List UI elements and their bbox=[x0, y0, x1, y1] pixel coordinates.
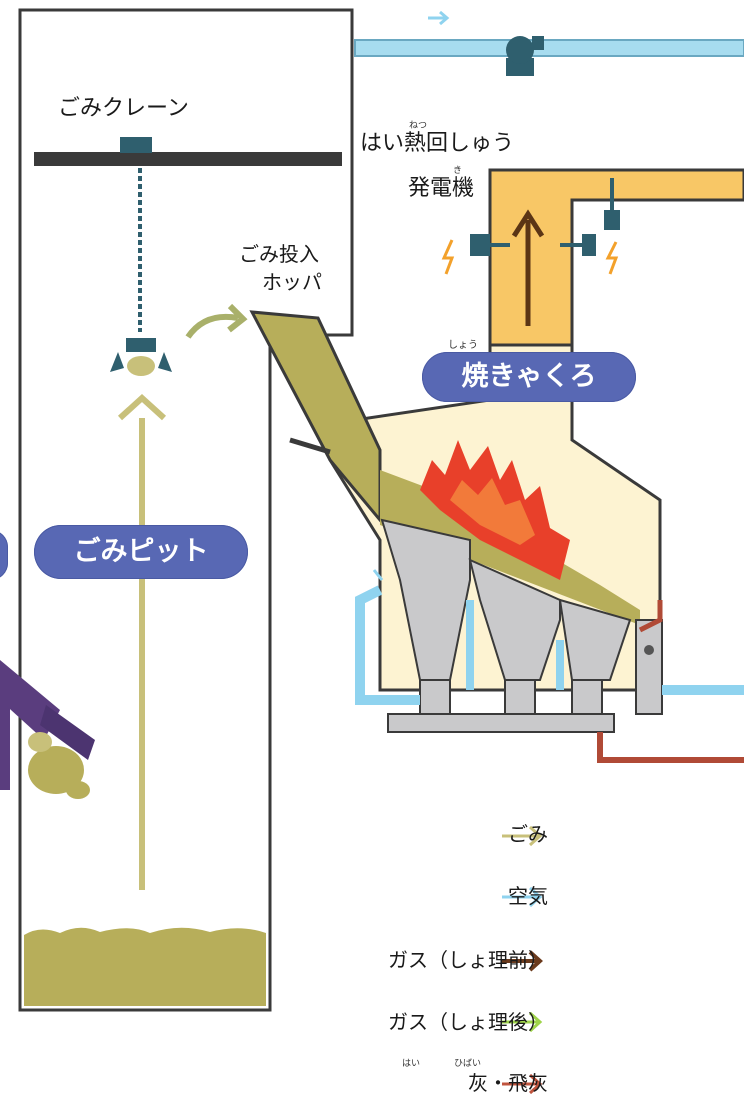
flue-duct bbox=[488, 168, 744, 352]
truck-fragment bbox=[0, 660, 95, 799]
legend-item-gas-raw: ガス（しょ理前） bbox=[388, 948, 548, 972]
pit-pill-label: ごみピット bbox=[34, 525, 248, 579]
legend-item-ash: 灰・飛灰 bbox=[468, 1071, 548, 1095]
generator-icon bbox=[470, 178, 620, 256]
legend-arrows bbox=[502, 825, 543, 1095]
air-fan-icon bbox=[506, 36, 544, 76]
air-pipes bbox=[355, 569, 744, 705]
flame-icon bbox=[420, 440, 570, 580]
ash-conveyor bbox=[387, 600, 744, 763]
crane-grab-icon bbox=[110, 338, 172, 376]
legend-arrow-waste bbox=[502, 825, 543, 847]
crane-rail bbox=[34, 137, 342, 332]
legend-arrow-ash bbox=[502, 1073, 543, 1095]
generator-ruby: き bbox=[453, 166, 463, 176]
spark-icon bbox=[441, 239, 619, 275]
legend-item-waste: ごみ bbox=[508, 822, 548, 846]
legend-arrow-gas-raw bbox=[502, 950, 543, 972]
legend-arrow-gas-clean bbox=[502, 1011, 543, 1033]
legend-item-air: 空気 bbox=[508, 884, 548, 908]
legend-arrow-air bbox=[502, 886, 543, 908]
legend-ash-ruby-2: ひばい bbox=[454, 1059, 482, 1069]
heat-recovery-label: はい熱回しゅう bbox=[360, 131, 515, 156]
hopper-label-line1: ごみ投入 bbox=[239, 242, 319, 266]
waste-to-hopper-arrow bbox=[185, 303, 248, 339]
furnace-ruby: しょう bbox=[448, 340, 478, 351]
ash-hoppers bbox=[380, 518, 663, 715]
crane-label: ごみクレーン bbox=[58, 96, 189, 121]
hopper-label-line2: ホッパ bbox=[262, 270, 322, 294]
legend-ash-ruby-1: はい bbox=[402, 1059, 421, 1069]
legend-item-gas-clean: ガス（しょ理後） bbox=[388, 1010, 548, 1034]
offscreen-pill-fragment bbox=[0, 530, 8, 580]
waste-lift-arrow bbox=[117, 393, 167, 890]
generator-label: 発電機 bbox=[408, 176, 475, 201]
pit-waste bbox=[24, 927, 266, 1006]
top-air-duct bbox=[354, 10, 744, 57]
furnace-pill-label: 焼きゃくろ bbox=[422, 352, 636, 402]
heat-recovery-ruby: ねつ bbox=[409, 121, 428, 131]
